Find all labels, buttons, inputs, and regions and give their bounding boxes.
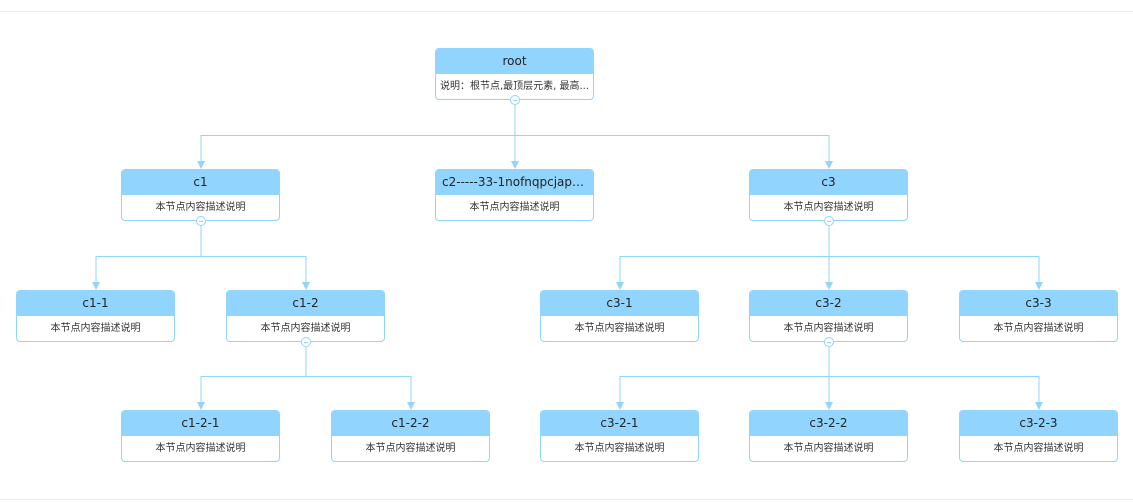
tree-node-c3-2-2[interactable]: c3-2-2 本节点内容描述说明 (749, 410, 908, 462)
node-description: 本节点内容描述说明 (155, 443, 246, 454)
node-description: 本节点内容描述说明 (993, 443, 1084, 454)
edge-arrow-c1-2 (302, 282, 310, 290)
edge-c1-2-to-c1-2-2 (305, 342, 412, 403)
node-description: 本节点内容描述说明 (574, 443, 665, 454)
node-title: c1 (122, 170, 279, 195)
node-title: c3-2-1 (541, 411, 698, 436)
edge-arrow-c3-2 (825, 282, 833, 290)
edge-arrow-c1-2-2 (407, 402, 415, 410)
edge-arrow-c1-2-1 (197, 402, 205, 410)
collapse-toggle-icon[interactable] (300, 337, 311, 347)
node-description: 本节点内容描述说明 (993, 323, 1084, 334)
node-description: 本节点内容描述说明 (469, 202, 560, 213)
node-title: c1-2-1 (122, 411, 279, 436)
node-description: 本节点内容描述说明 (783, 443, 874, 454)
edge-c1-2-to-c1-2-1 (200, 342, 307, 403)
bottom-divider (0, 499, 1133, 500)
node-title: c1-1 (17, 291, 174, 316)
edge-arrow-c3-1 (616, 282, 624, 290)
node-description: 本节点内容描述说明 (365, 443, 456, 454)
collapse-toggle-icon[interactable] (823, 216, 834, 226)
edge-c1-to-c1-2 (200, 221, 307, 283)
node-title: c3-2 (750, 291, 907, 316)
tree-node-c1-2-1[interactable]: c1-2-1 本节点内容描述说明 (121, 410, 280, 462)
edge-arrow-c1 (197, 161, 205, 169)
tree-node-c3-3[interactable]: c3-3 本节点内容描述说明 (959, 290, 1118, 342)
tree-node-c2[interactable]: c2-----33-1nofnqpcjapme2... 本节点内容描述说明 (435, 169, 594, 221)
edge-root-to-c1 (200, 100, 516, 162)
edge-arrow-c1-1 (92, 282, 100, 290)
edge-arrow-c3-3 (1035, 282, 1043, 290)
edge-arrow-c3-2-3 (1035, 402, 1043, 410)
tree-node-c3-2-1[interactable]: c3-2-1 本节点内容描述说明 (540, 410, 699, 462)
edge-c3-2-to-c3-2-1 (619, 342, 830, 403)
node-description: 本节点内容描述说明 (50, 323, 141, 334)
tree-node-c3-2-3[interactable]: c3-2-3 本节点内容描述说明 (959, 410, 1118, 462)
node-title: c3-2-2 (750, 411, 907, 436)
edge-arrow-c3-2-2 (825, 402, 833, 410)
top-divider (0, 11, 1133, 12)
tree-node-c3-1[interactable]: c3-1 本节点内容描述说明 (540, 290, 699, 342)
collapse-toggle-icon[interactable] (195, 216, 206, 226)
node-title: c1-2 (227, 291, 384, 316)
collapse-toggle-icon[interactable] (823, 337, 834, 347)
node-title: c3-3 (960, 291, 1117, 316)
edge-arrow-c2 (511, 161, 519, 169)
node-title: c1-2-2 (332, 411, 489, 436)
edge-c3-2-to-c3-2-3 (828, 342, 1040, 403)
node-title: c3-1 (541, 291, 698, 316)
edge-root-to-c3 (514, 100, 830, 162)
edge-c1-to-c1-1 (95, 221, 202, 283)
edge-arrow-c3 (825, 161, 833, 169)
node-description: 本节点内容描述说明 (574, 323, 665, 334)
tree-node-c1-1[interactable]: c1-1 本节点内容描述说明 (16, 290, 175, 342)
node-title: c3-2-3 (960, 411, 1117, 436)
edge-arrow-c3-2-1 (616, 402, 624, 410)
collapse-toggle-icon[interactable] (509, 95, 520, 105)
node-title: c2-----33-1nofnqpcjapme2... (436, 170, 593, 195)
node-title: root (436, 49, 593, 74)
tree-node-c1-2-2[interactable]: c1-2-2 本节点内容描述说明 (331, 410, 490, 462)
node-title: c3 (750, 170, 907, 195)
edge-c3-to-c3-3 (828, 221, 1040, 283)
edge-c3-to-c3-1 (619, 221, 830, 283)
